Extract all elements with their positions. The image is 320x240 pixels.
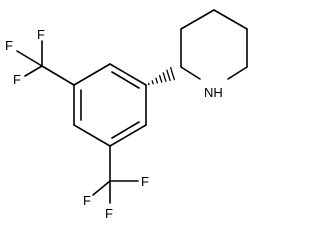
piperidine-bond-2 <box>180 9 215 30</box>
c-f-bond-top-3 <box>24 65 43 77</box>
c-f-bond-top-2 <box>16 50 43 67</box>
stereo-hashed-wedge-bond <box>147 66 175 86</box>
piperidine-bond-6 <box>180 66 201 80</box>
benzene-ring <box>73 63 147 147</box>
fluorine-atom-label: F <box>13 72 21 87</box>
ring-bond-1 <box>109 63 147 86</box>
nitrogen-atom-label: NH <box>204 85 223 100</box>
fluorine-atom-label: F <box>37 27 45 42</box>
cf3-group-top: F F F <box>5 27 75 87</box>
piperidine-ring: NH <box>180 9 248 100</box>
ring-double-bond-1 <box>111 71 140 89</box>
chemical-structure: F F F F F F NH <box>5 9 248 221</box>
ring-bond-3 <box>109 124 147 147</box>
ring-bond-6 <box>73 63 111 86</box>
fluorine-atom-label: F <box>105 206 113 221</box>
molecule-canvas: F F F F F F NH <box>5 9 248 221</box>
fluorine-atom-label: F <box>141 174 149 189</box>
aryl-cf3-bond-top <box>41 65 75 86</box>
ring-double-bond-2 <box>111 121 140 139</box>
fluorine-atom-label: F <box>83 193 91 208</box>
c-f-bond-bottom-1 <box>92 180 111 196</box>
fluorine-atom-label: F <box>5 38 13 53</box>
cf3-group-bottom: F F F <box>83 145 149 221</box>
piperidine-bond-5 <box>227 66 248 80</box>
ring-bond-4 <box>73 124 111 147</box>
piperidine-bond-3 <box>213 9 248 30</box>
